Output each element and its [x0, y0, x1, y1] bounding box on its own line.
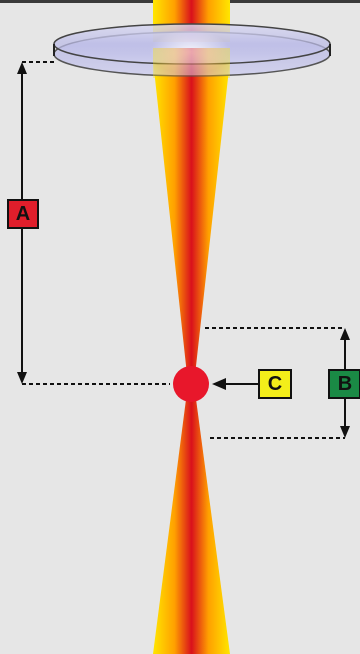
- label-b-text: B: [338, 373, 352, 395]
- focusing-lens: [53, 23, 331, 78]
- label-c: C: [258, 369, 292, 399]
- pointer-c: [212, 378, 258, 390]
- label-b: B: [328, 369, 360, 399]
- label-a-text: A: [16, 203, 30, 225]
- label-c-text: C: [268, 373, 282, 395]
- label-a: A: [7, 199, 39, 229]
- diverging-beam: [153, 384, 230, 654]
- converging-beam: [153, 60, 230, 384]
- dimension-a: [17, 61, 170, 385]
- focal-point: [173, 366, 209, 402]
